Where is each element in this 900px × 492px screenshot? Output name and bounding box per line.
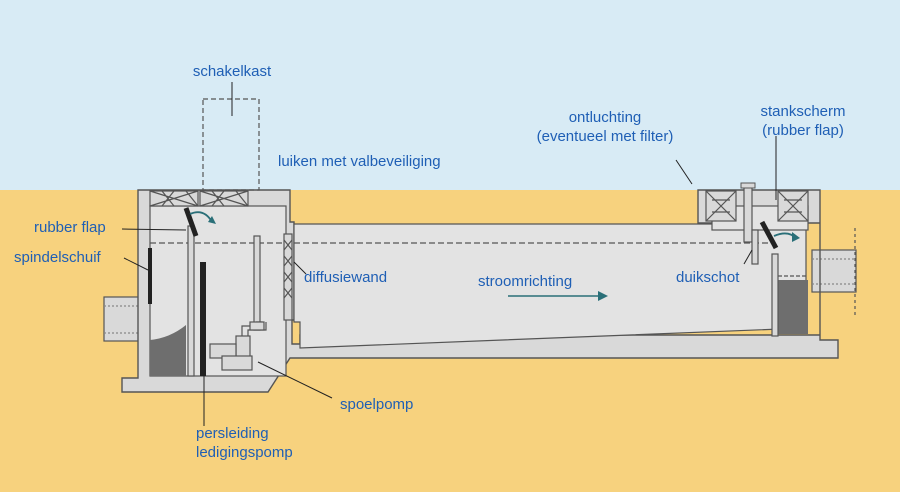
vent-cap: [740, 182, 756, 189]
schakelkast-box: [202, 98, 260, 191]
inlet-baffle-wall: [187, 225, 195, 377]
flow-arrow-head: [598, 291, 608, 301]
pressure-pipe: [200, 262, 206, 376]
label-stankscherm-line1: stankscherm: [760, 103, 846, 120]
leader-lines: [121, 82, 777, 426]
label-schakelkast: schakelkast: [192, 63, 272, 80]
label-spindelschuif: spindelschuif: [14, 249, 101, 266]
inlet-hatches: [149, 190, 249, 207]
dip-baffle: [751, 229, 759, 265]
spindle-gate: [148, 248, 152, 304]
sludge-inlet: [150, 325, 186, 376]
rubber-flap-inlet: [183, 207, 199, 237]
label-stankscherm: stankscherm (rubber flap): [748, 102, 858, 140]
flap-arrow-outlet-head: [792, 232, 800, 242]
label-diffusiewand: diffusiewand: [304, 269, 388, 286]
flush-pump: [209, 321, 267, 371]
flap-arrow-inlet-head: [208, 216, 216, 224]
label-spoelpomp: spoelpomp: [340, 396, 414, 413]
label-stroomrichting: stroomrichting: [478, 273, 573, 290]
outlet-wall: [771, 253, 779, 337]
label-ontluchting-line1: ontluchting: [568, 109, 642, 126]
rubber-flap-outlet: [759, 220, 779, 250]
label-persleiding-line2: ledigingspomp: [196, 444, 293, 461]
outlet-pipe: [811, 228, 857, 318]
label-stankscherm-line2: (rubber flap): [762, 122, 844, 139]
sky: [0, 0, 900, 190]
label-persleiding: persleiding ledigingspomp: [196, 424, 293, 462]
label-duikschot: duikschot: [676, 269, 740, 286]
label-ontluchting: ontluchting (eventueel met filter): [520, 108, 690, 146]
label-ontluchting-line2: (eventueel met filter): [536, 128, 674, 145]
label-persleiding-line1: persleiding: [196, 425, 269, 442]
label-luiken: luiken met valbeveiliging: [278, 153, 441, 170]
label-rubber-flap: rubber flap: [34, 219, 106, 236]
vent-pipe: [743, 185, 753, 243]
sludge-outlet: [778, 280, 808, 334]
outlet-hatches: [705, 190, 809, 222]
